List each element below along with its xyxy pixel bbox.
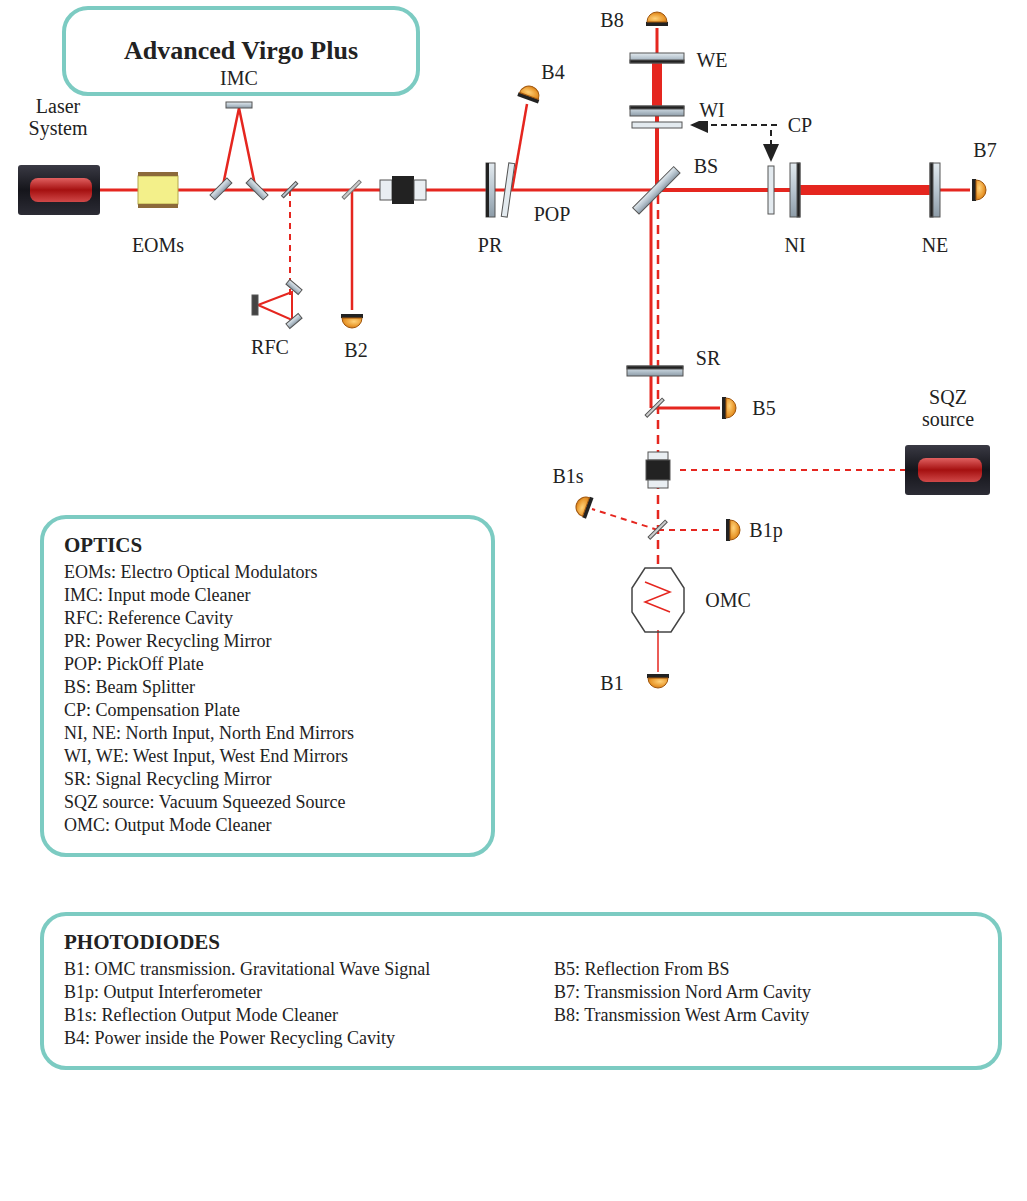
- part-label: OMC: [703, 589, 753, 611]
- legend-entry: RFC: Reference Cavity: [64, 607, 471, 630]
- legend-entry: BS: Beam Splitter: [64, 676, 471, 699]
- part-label: IMC: [218, 67, 260, 89]
- part-label: SR: [694, 347, 722, 369]
- legend-entry: IMC: Input mode Cleaner: [64, 584, 471, 607]
- part-label: NI: [782, 234, 807, 256]
- part-label: B1s: [550, 465, 585, 487]
- legend-entry: B4: Power inside the Power Recycling Cav…: [64, 1027, 554, 1050]
- part-label: B7: [971, 139, 998, 161]
- beam-splitter: [633, 167, 680, 214]
- part-label: RFC: [249, 336, 291, 358]
- legend-entry: B1s: Reflection Output Mode Cleaner: [64, 1004, 554, 1027]
- legend-entry: CP: Compensation Plate: [64, 699, 471, 722]
- part-label: EOMs: [130, 234, 186, 256]
- squeezer-source: [905, 445, 990, 495]
- imc-mirrors: [210, 102, 268, 200]
- legend-entry: SR: Signal Recycling Mirror: [64, 768, 471, 791]
- legend-entry: B8: Transmission West Arm Cavity: [554, 1004, 978, 1027]
- part-label: B1: [598, 672, 625, 694]
- part-label: Laser System: [14, 95, 102, 139]
- legend-entry: B5: Reflection From BS: [554, 958, 978, 981]
- panel-heading: PHOTODIODES: [64, 928, 978, 956]
- part-label: B1p: [747, 519, 784, 541]
- faraday-isolator: [380, 176, 426, 204]
- part-label: B8: [598, 9, 625, 31]
- part-label: WE: [694, 49, 729, 71]
- west-arm-mirrors: [630, 53, 684, 128]
- pr-mirror: [486, 163, 515, 217]
- part-label: B5: [750, 397, 777, 419]
- legend-entry: SQZ source: Vacuum Squeezed Source: [64, 791, 471, 814]
- panel-heading: OPTICS: [64, 531, 471, 559]
- legend-entry: EOMs: Electro Optical Modulators: [64, 561, 471, 584]
- pickoff-b2: [342, 180, 361, 199]
- part-label: CP: [786, 114, 814, 136]
- part-label: B2: [342, 339, 369, 361]
- north-arm-mirrors: [768, 163, 940, 217]
- legend-entry: OMC: Output Mode Cleaner: [64, 814, 471, 837]
- rfc-cavity: [252, 182, 302, 329]
- part-label: POP: [532, 203, 573, 225]
- part-label: NE: [920, 234, 951, 256]
- part-label: B4: [539, 61, 566, 83]
- legend-entry: WI, WE: West Input, West End Mirrors: [64, 745, 471, 768]
- title-text: Advanced Virgo Plus: [124, 36, 358, 66]
- part-label: WI: [697, 99, 727, 121]
- legend-entry: B1: OMC transmission. Gravitational Wave…: [64, 958, 554, 981]
- legend-entry: NI, NE: North Input, North End Mirrors: [64, 722, 471, 745]
- part-label: PR: [476, 234, 504, 256]
- laser-source: [18, 165, 100, 215]
- part-label: SQZ source: [904, 386, 992, 430]
- optics-panel: OPTICSEOMs: Electro Optical ModulatorsIM…: [40, 515, 495, 857]
- legend-entry: PR: Power Recycling Mirror: [64, 630, 471, 653]
- photodiode-panel: PHOTODIODESB1: OMC transmission. Gravita…: [40, 912, 1002, 1070]
- legend-entry: POP: PickOff Plate: [64, 653, 471, 676]
- output-optics: [627, 366, 684, 632]
- legend-entry: B7: Transmission Nord Arm Cavity: [554, 981, 978, 1004]
- part-label: BS: [692, 155, 720, 177]
- eom-crystals: [138, 172, 178, 208]
- legend-entry: B1p: Output Interferometer: [64, 981, 554, 1004]
